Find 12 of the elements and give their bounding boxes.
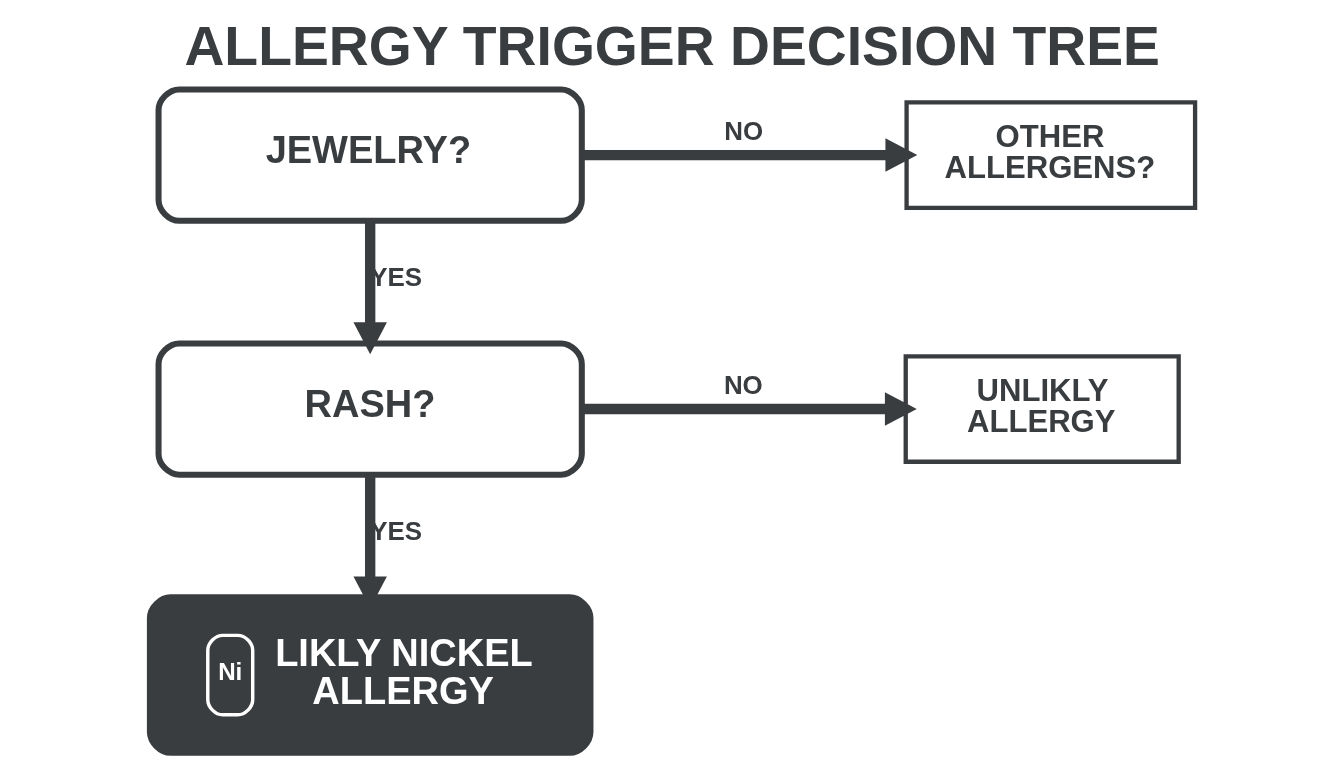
edge-label: NO: [723, 116, 763, 145]
node-box: OTHER ALLERGENS?: [903, 100, 1197, 210]
edge-label: NO: [723, 370, 763, 399]
arrow: [352, 221, 387, 355]
arrow: [581, 138, 917, 172]
diagram-title: ALLERGY TRIGGER DECISION TREE: [183, 14, 1160, 77]
edge-label: YES: [369, 263, 422, 292]
edge-label: YES: [369, 517, 422, 546]
node-box: RASH?: [155, 340, 585, 478]
arrow: [581, 392, 917, 426]
node-box: UNLIKLY ALLERGY: [903, 354, 1181, 464]
node-box: JEWELRY?: [155, 86, 585, 224]
